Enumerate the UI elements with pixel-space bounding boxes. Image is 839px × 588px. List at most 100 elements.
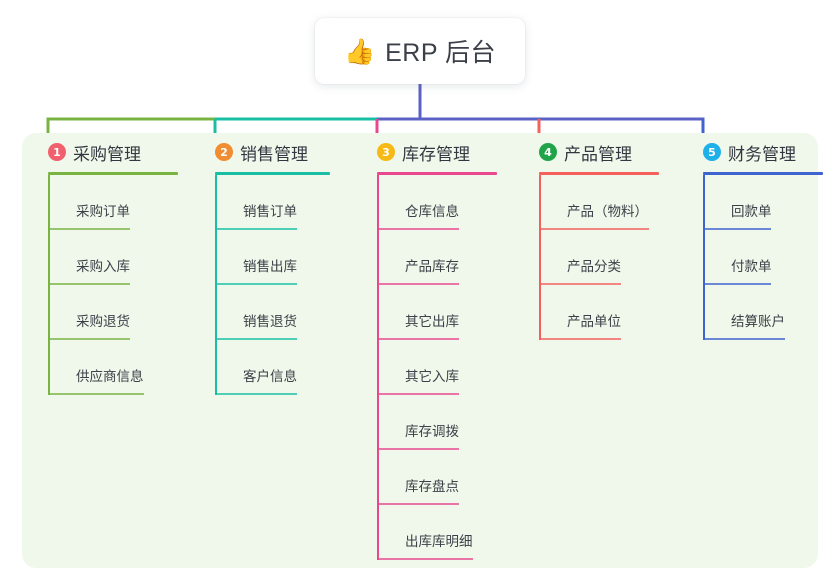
branch-item[interactable]: 其它出库 (377, 285, 459, 340)
branch-item[interactable]: 付款单 (703, 230, 772, 285)
item-underline (217, 228, 297, 230)
item-spine (48, 175, 50, 230)
branch-number-badge: 2 (215, 143, 233, 161)
item-label: 客户信息 (243, 369, 297, 384)
branch-item[interactable]: 其它入库 (377, 340, 459, 395)
branch-item[interactable]: 产品库存 (377, 230, 459, 285)
branch-item-list: 销售订单销售出库销售退货客户信息 (215, 175, 297, 395)
branch-item-list: 产品（物料） 产品分类产品单位 (539, 175, 649, 340)
item-spine (539, 230, 541, 285)
branch-number-badge: 5 (703, 143, 721, 161)
item-underline (541, 338, 621, 340)
item-label: 出库库明细 (405, 534, 473, 549)
item-spine (377, 175, 379, 230)
item-underline (379, 338, 459, 340)
item-underline (705, 338, 785, 340)
item-underline (50, 338, 130, 340)
item-spine (377, 450, 379, 505)
item-underline (379, 283, 459, 285)
branch-item[interactable]: 产品分类 (539, 230, 621, 285)
branch-title: 库存管理 (402, 144, 470, 164)
item-spine (377, 395, 379, 450)
item-spine (377, 230, 379, 285)
item-underline (705, 283, 771, 285)
item-label: 仓库信息 (405, 204, 459, 219)
item-label: 供应商信息 (76, 369, 144, 384)
branch-number-badge: 4 (539, 143, 557, 161)
item-underline (541, 283, 621, 285)
branch-item[interactable]: 库存盘点 (377, 450, 459, 505)
branch-item[interactable]: 结算账户 (703, 285, 785, 340)
item-underline (541, 228, 649, 230)
branch-title: 采购管理 (73, 144, 141, 164)
branch-header-5[interactable]: 5 财务管理 (687, 140, 796, 164)
item-spine (377, 505, 379, 560)
item-underline (379, 503, 459, 505)
item-label: 产品库存 (405, 259, 459, 274)
item-spine (377, 340, 379, 395)
item-underline (379, 558, 473, 560)
item-spine (215, 175, 217, 230)
branch-header-1[interactable]: 1 采购管理 (32, 140, 141, 164)
branch-item[interactable]: 销售退货 (215, 285, 297, 340)
branch-item-list: 回款单付款单结算账户 (703, 175, 785, 340)
item-spine (215, 285, 217, 340)
item-label: 销售订单 (243, 204, 297, 219)
item-spine (539, 175, 541, 230)
branch-header-2[interactable]: 2 销售管理 (199, 140, 308, 164)
item-underline (379, 448, 459, 450)
branch-column-1: 1 采购管理采购订单采购入库采购退货供应商信息 (32, 140, 178, 395)
branch-item[interactable]: 采购入库 (48, 230, 130, 285)
branch-item[interactable]: 库存调拨 (377, 395, 459, 450)
item-spine (48, 285, 50, 340)
item-underline (217, 283, 297, 285)
item-spine (48, 340, 50, 395)
branch-item[interactable]: 仓库信息 (377, 175, 459, 230)
item-label: 库存盘点 (405, 479, 459, 494)
item-spine (48, 230, 50, 285)
branch-item[interactable]: 回款单 (703, 175, 772, 230)
item-label: 库存调拨 (405, 424, 459, 439)
branch-column-5: 5 财务管理回款单付款单结算账户 (687, 140, 823, 340)
item-underline (217, 338, 297, 340)
branch-item[interactable]: 销售出库 (215, 230, 297, 285)
item-label: 产品单位 (567, 314, 621, 329)
item-spine (703, 175, 705, 230)
item-spine (215, 340, 217, 395)
branch-column-2: 2 销售管理销售订单销售出库销售退货客户信息 (199, 140, 330, 395)
item-underline (50, 228, 130, 230)
branch-item[interactable]: 销售订单 (215, 175, 297, 230)
branch-item[interactable]: 产品单位 (539, 285, 621, 340)
branch-underline (703, 172, 823, 175)
branch-title: 财务管理 (728, 144, 796, 164)
item-underline (379, 393, 459, 395)
branch-item[interactable]: 采购订单 (48, 175, 130, 230)
item-label: 销售出库 (243, 259, 297, 274)
branch-item[interactable]: 产品（物料） (539, 175, 649, 230)
item-spine (703, 285, 705, 340)
branch-underline (215, 172, 330, 175)
item-label: 采购订单 (76, 204, 130, 219)
branch-underline (539, 172, 659, 175)
branch-item[interactable]: 采购退货 (48, 285, 130, 340)
item-spine (215, 230, 217, 285)
branch-number-badge: 1 (48, 143, 66, 161)
root-node[interactable]: 👍 ERP 后台 (315, 18, 525, 84)
item-spine (703, 230, 705, 285)
item-label: 销售退货 (243, 314, 297, 329)
item-spine (539, 285, 541, 340)
item-label: 采购入库 (76, 259, 130, 274)
branch-item[interactable]: 供应商信息 (48, 340, 144, 395)
branch-item[interactable]: 出库库明细 (377, 505, 473, 560)
item-label: 其它出库 (405, 314, 459, 329)
item-label: 产品（物料） (567, 204, 648, 219)
branch-item-list: 采购订单采购入库采购退货供应商信息 (48, 175, 144, 395)
branch-item[interactable]: 客户信息 (215, 340, 297, 395)
branch-title: 销售管理 (240, 144, 308, 164)
item-label: 结算账户 (731, 314, 785, 329)
